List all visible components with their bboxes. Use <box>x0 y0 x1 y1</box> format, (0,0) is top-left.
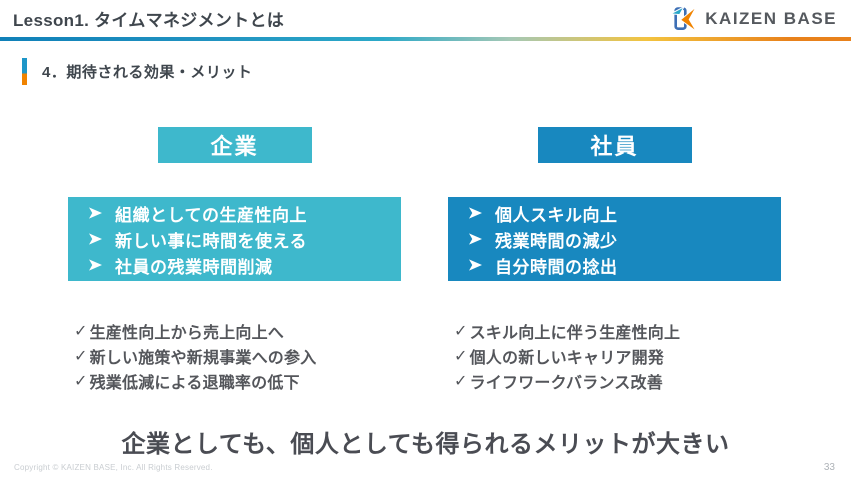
list-item: 組織としての生産性向上 <box>89 200 393 226</box>
list-item: ✓ 残業低減による退職率の低下 <box>74 368 401 393</box>
benefit-text: 組織としての生産性向上 <box>115 205 307 225</box>
company-column: 企業 組織としての生産性向上 新しい事に時間を使える 社員の残業時間削減 ✓ 生… <box>68 127 401 393</box>
list-item: 社員の残業時間削減 <box>89 252 393 278</box>
benefit-text: 残業時間の減少 <box>495 231 618 251</box>
arrow-bullet-icon <box>469 259 482 271</box>
benefit-text: 社員の残業時間削減 <box>115 257 273 277</box>
check-item-text: 残業低減による退職率の低下 <box>89 374 300 392</box>
arrow-bullet-icon <box>469 207 482 219</box>
section-accent-bar <box>22 58 27 85</box>
page-number: 33 <box>823 462 835 473</box>
employee-benefits-box: 個人スキル向上 残業時間の減少 自分時間の捻出 <box>448 197 781 281</box>
check-item-text: スキル向上に伴う生産性向上 <box>469 324 681 342</box>
summary-statement: 企業としても、個人としても得られるメリットが大きい <box>121 431 730 458</box>
check-item-text: ライフワークバランス改善 <box>469 374 663 392</box>
list-item: ✓ ライフワークバランス改善 <box>454 368 781 393</box>
check-icon: ✓ <box>454 347 468 365</box>
check-item-text: 個人の新しいキャリア開発 <box>469 349 665 367</box>
header-gradient-rule <box>0 37 851 41</box>
list-item: ✓ 生産性向上から売上向上へ <box>74 318 401 343</box>
benefit-text: 自分時間の捻出 <box>495 257 618 277</box>
kaizen-base-logo: KAIZEN BASE <box>669 4 837 33</box>
lesson-title: Lesson1. タイムマネジメントとは <box>13 11 285 30</box>
company-heading: 企業 <box>157 127 312 163</box>
check-icon: ✓ <box>454 322 468 340</box>
company-benefits-box: 組織としての生産性向上 新しい事に時間を使える 社員の残業時間削減 <box>68 197 401 281</box>
list-item: 新しい事に時間を使える <box>89 226 393 252</box>
kaizen-base-logo-icon <box>669 4 697 32</box>
check-icon: ✓ <box>74 322 88 340</box>
arrow-bullet-icon <box>469 233 482 245</box>
list-item: ✓ スキル向上に伴う生産性向上 <box>454 318 781 343</box>
arrow-bullet-icon <box>89 207 102 219</box>
check-item-text: 新しい施策や新規事業への参入 <box>89 349 317 367</box>
company-check-list: ✓ 生産性向上から売上向上へ ✓ 新しい施策や新規事業への参入 ✓ 残業低減によ… <box>68 318 401 393</box>
arrow-bullet-icon <box>89 259 102 271</box>
employee-column: 社員 個人スキル向上 残業時間の減少 自分時間の捻出 ✓ スキル向上に伴う生産性… <box>448 127 781 393</box>
section-title: 4．期待される効果・メリット <box>42 64 253 81</box>
check-item-text: 生産性向上から売上向上へ <box>89 324 285 342</box>
copyright-text: Copyright © KAIZEN BASE, Inc. All Rights… <box>14 463 213 472</box>
check-icon: ✓ <box>74 372 88 390</box>
benefit-text: 個人スキル向上 <box>495 205 618 225</box>
list-item: ✓ 新しい施策や新規事業への参入 <box>74 343 401 368</box>
section-title-row: 4．期待される効果・メリット <box>22 58 252 85</box>
list-item: 自分時間の捻出 <box>469 252 773 278</box>
check-icon: ✓ <box>74 347 88 365</box>
employee-heading: 社員 <box>537 127 692 163</box>
benefit-text: 新しい事に時間を使える <box>115 231 307 251</box>
list-item: 残業時間の減少 <box>469 226 773 252</box>
employee-check-list: ✓ スキル向上に伴う生産性向上 ✓ 個人の新しいキャリア開発 ✓ ライフワークバ… <box>448 318 781 393</box>
arrow-bullet-icon <box>89 233 102 245</box>
kaizen-base-logo-text: KAIZEN BASE <box>705 8 837 28</box>
list-item: ✓ 個人の新しいキャリア開発 <box>454 343 781 368</box>
list-item: 個人スキル向上 <box>469 200 773 226</box>
check-icon: ✓ <box>454 372 468 390</box>
header: Lesson1. タイムマネジメントとは KAIZEN BASE <box>0 0 851 37</box>
